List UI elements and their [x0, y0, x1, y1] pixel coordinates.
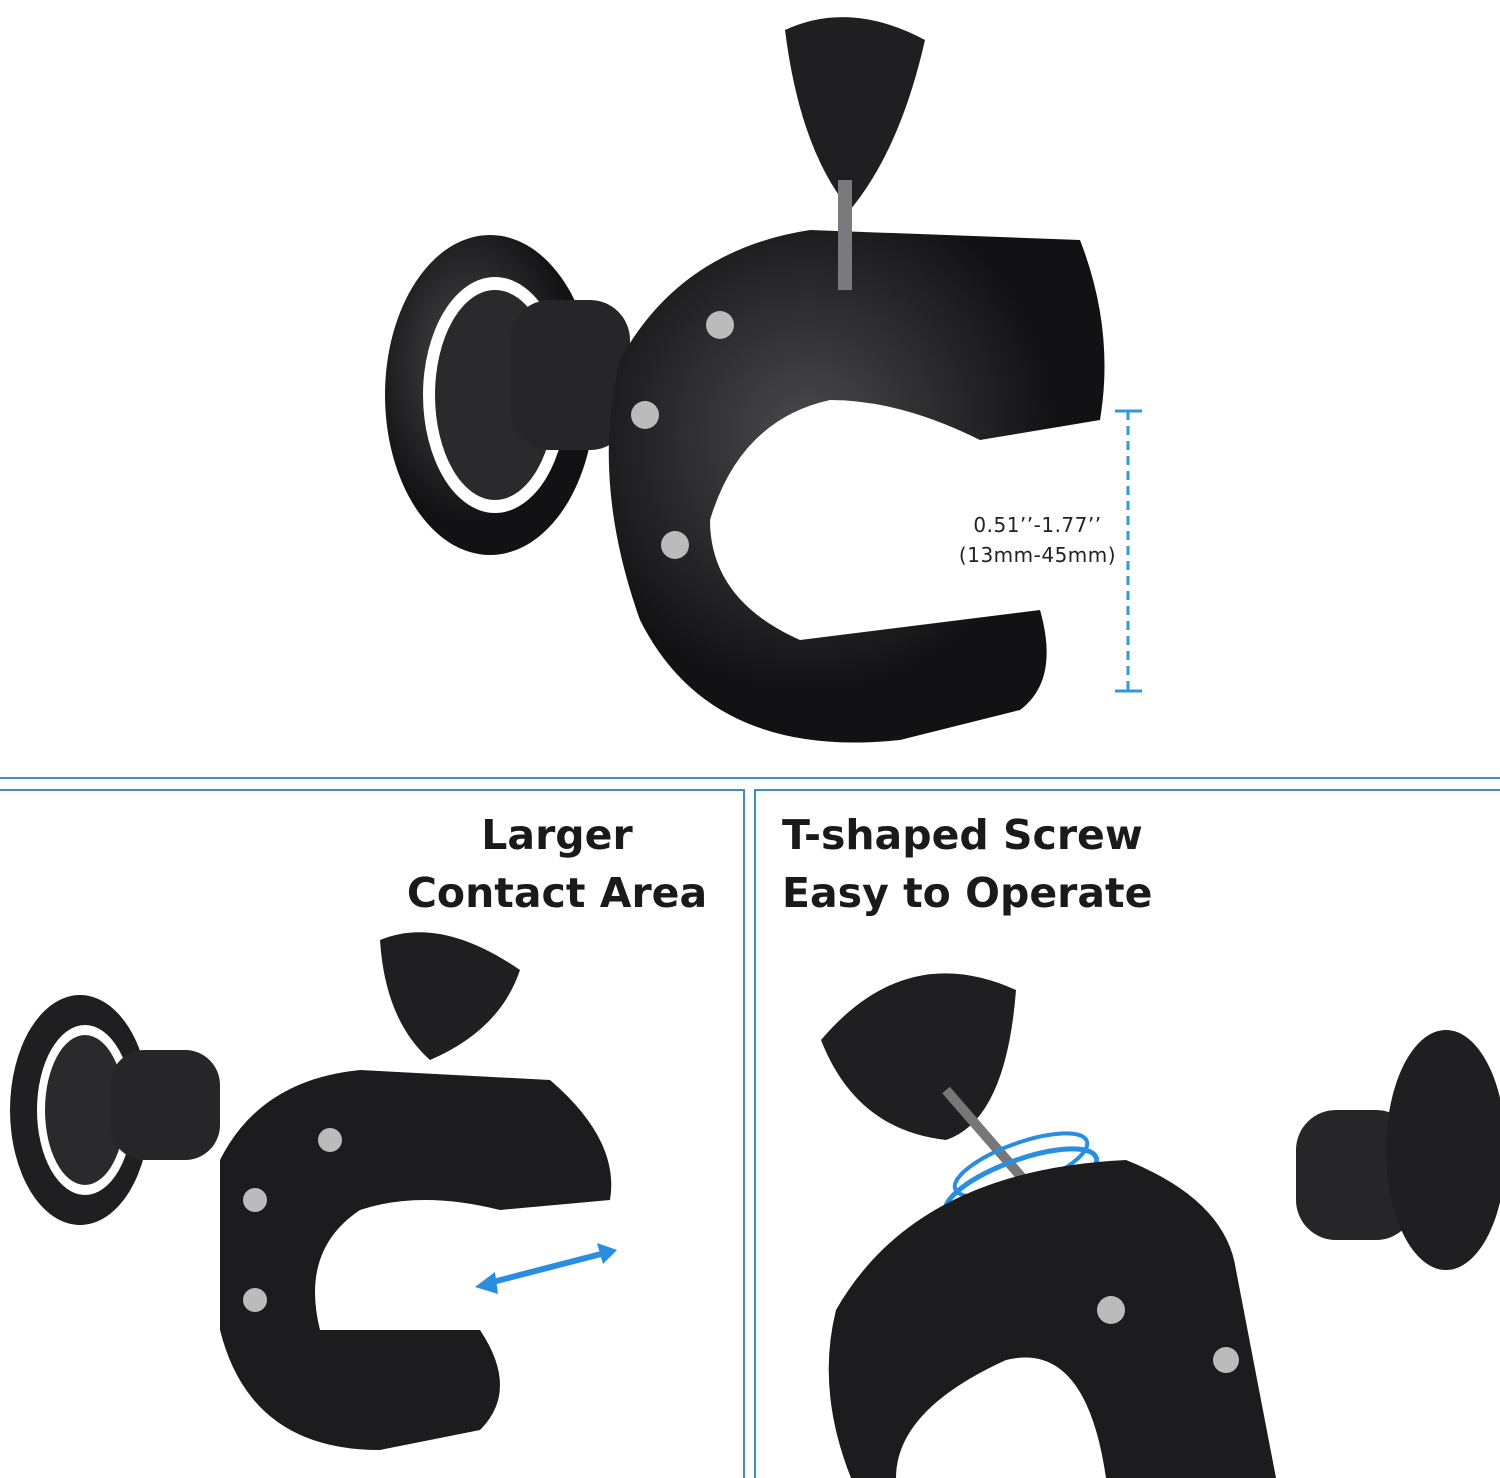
- width-arrow-icon: [484, 1250, 606, 1287]
- divider-right-panel-left: [754, 789, 756, 1478]
- divider-left-panel-top: [0, 789, 744, 791]
- panel-left-title-line2: Contact Area: [406, 869, 708, 917]
- panel-right-title: T-shaped Screw Easy to Operate: [782, 806, 1152, 922]
- divider-left-panel-right: [743, 789, 745, 1478]
- measurement-bracket: [1115, 409, 1142, 693]
- panel-right-title-line2: Easy to Operate: [782, 869, 1153, 917]
- clamp-mount-right-image: [821, 973, 1500, 1478]
- panel-left-title: Larger Contact Area: [397, 806, 717, 922]
- clamp-range-mm: (13mm-45mm): [958, 543, 1117, 567]
- divider-top: [0, 777, 1500, 779]
- clamp-range-label: 0.51’’-1.77’’ (13mm-45mm): [940, 510, 1135, 570]
- clamp-range-inches: 0.51’’-1.77’’: [973, 513, 1102, 537]
- clamp-mount-main-image: [385, 17, 1105, 743]
- divider-right-panel-top: [754, 789, 1500, 791]
- panel-right-title-line1: T-shaped Screw: [782, 811, 1143, 859]
- clamp-mount-left-image: [10, 932, 617, 1450]
- panel-left-title-line1: Larger: [481, 811, 633, 859]
